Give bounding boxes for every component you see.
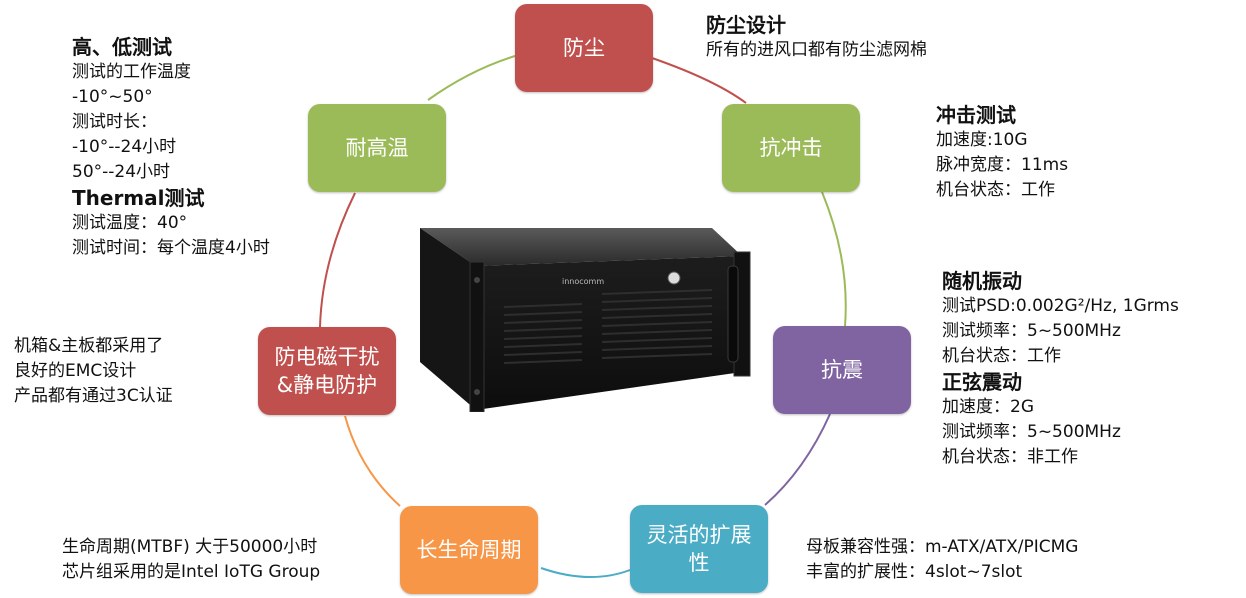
dust-line: 所有的进风口都有防尘滤网棉 bbox=[706, 40, 927, 60]
vibration-line: 测试频率：5~500MHz bbox=[942, 321, 1121, 341]
node-vibration: 抗震 bbox=[773, 326, 911, 414]
node-shock-label: 抗冲击 bbox=[759, 136, 823, 160]
text-emc: 机箱&主板都采用了 良好的EMC设计 产品都有通过3C认证 bbox=[14, 334, 173, 409]
emc-line: 产品都有通过3C认证 bbox=[14, 386, 173, 406]
text-expansion: 母板兼容性强：m-ATX/ATX/PICMG 丰富的扩展性：4slot~7slo… bbox=[806, 535, 1078, 585]
arc-shock-vib bbox=[821, 191, 847, 327]
vibration-line: 机台状态：非工作 bbox=[942, 447, 1078, 467]
shock-line: 脉冲宽度：11ms bbox=[936, 155, 1069, 175]
expansion-line: 母板兼容性强：m-ATX/ATX/PICMG bbox=[806, 537, 1079, 557]
shock-line: 机台状态：工作 bbox=[936, 180, 1055, 200]
temperature-line: 测试的工作温度 bbox=[72, 62, 191, 82]
emc-line: 机箱&主板都采用了 bbox=[14, 336, 164, 356]
temperature-line: -10°~50° bbox=[72, 87, 153, 107]
node-emc-label: 防电磁干扰 &静电防护 bbox=[274, 345, 380, 397]
arc-dust-shock bbox=[651, 57, 747, 104]
temperature-line: 50°--24小时 bbox=[72, 162, 171, 182]
temperature-heading-thermal: Thermal测试 bbox=[72, 186, 205, 210]
emc-line: 良好的EMC设计 bbox=[14, 361, 137, 381]
vibration-line: 机台状态：工作 bbox=[942, 346, 1061, 366]
vibration-heading-sine: 正弦震动 bbox=[942, 370, 1022, 394]
vibration-heading-random: 随机振动 bbox=[942, 269, 1022, 293]
node-vibration-label: 抗震 bbox=[821, 358, 863, 382]
industrial-pc-chassis-image: innocomm bbox=[420, 228, 751, 412]
arc-emc-temp bbox=[319, 192, 356, 328]
temperature-line: -10°--24小时 bbox=[72, 137, 177, 157]
vibration-line: 加速度：2G bbox=[942, 397, 1034, 417]
dust-heading: 防尘设计 bbox=[706, 13, 786, 37]
node-expansion-label: 灵活的扩展 性 bbox=[646, 523, 752, 575]
node-dust-label: 防尘 bbox=[563, 36, 605, 60]
temperature-heading-hilo: 高、低测试 bbox=[72, 35, 172, 59]
node-lifecycle: 长生命周期 bbox=[400, 506, 538, 594]
arc-vib-exp bbox=[764, 413, 831, 506]
shock-heading: 冲击测试 bbox=[936, 103, 1016, 127]
node-emc: 防电磁干扰 &静电防护 bbox=[258, 327, 396, 415]
temperature-line: 测试时长： bbox=[72, 112, 157, 132]
text-shock: 冲击测试 加速度:10G 脉冲宽度：11ms 机台状态：工作 bbox=[936, 102, 1068, 203]
node-shock: 抗冲击 bbox=[722, 104, 860, 192]
lifecycle-line: 芯片组采用的是Intel IoTG Group bbox=[62, 562, 321, 582]
text-temperature: 高、低测试 测试的工作温度 -10°~50° 测试时长： -10°--24小时 … bbox=[72, 34, 270, 261]
chassis-brand: innocomm bbox=[562, 277, 604, 286]
text-lifecycle: 生命周期(MTBF) 大于50000小时 芯片组采用的是Intel IoTG G… bbox=[62, 535, 320, 585]
arc-exp-life bbox=[540, 567, 631, 578]
node-temperature: 耐高温 bbox=[308, 104, 446, 192]
arc-temp-dust bbox=[427, 55, 516, 101]
vibration-line: 测试PSD:0.002G²/Hz, 1Grms bbox=[942, 296, 1179, 316]
expansion-line: 丰富的扩展性：4slot~7slot bbox=[806, 562, 1023, 582]
node-expansion: 灵活的扩展 性 bbox=[630, 505, 768, 593]
arc-life-emc bbox=[344, 415, 401, 507]
lifecycle-line: 生命周期(MTBF) 大于50000小时 bbox=[62, 537, 318, 557]
text-vibration: 随机振动 测试PSD:0.002G²/Hz, 1Grms 测试频率：5~500M… bbox=[942, 268, 1179, 470]
node-lifecycle-label: 长生命周期 bbox=[416, 538, 522, 562]
temperature-line: 测试时间：每个温度4小时 bbox=[72, 238, 270, 258]
text-dust: 防尘设计 所有的进风口都有防尘滤网棉 bbox=[706, 12, 927, 63]
shock-line: 加速度:10G bbox=[936, 130, 1028, 150]
vibration-line: 测试频率：5~500MHz bbox=[942, 422, 1121, 442]
node-temperature-label: 耐高温 bbox=[345, 136, 409, 160]
node-dust: 防尘 bbox=[515, 4, 653, 92]
temperature-line: 测试温度：40° bbox=[72, 213, 188, 233]
